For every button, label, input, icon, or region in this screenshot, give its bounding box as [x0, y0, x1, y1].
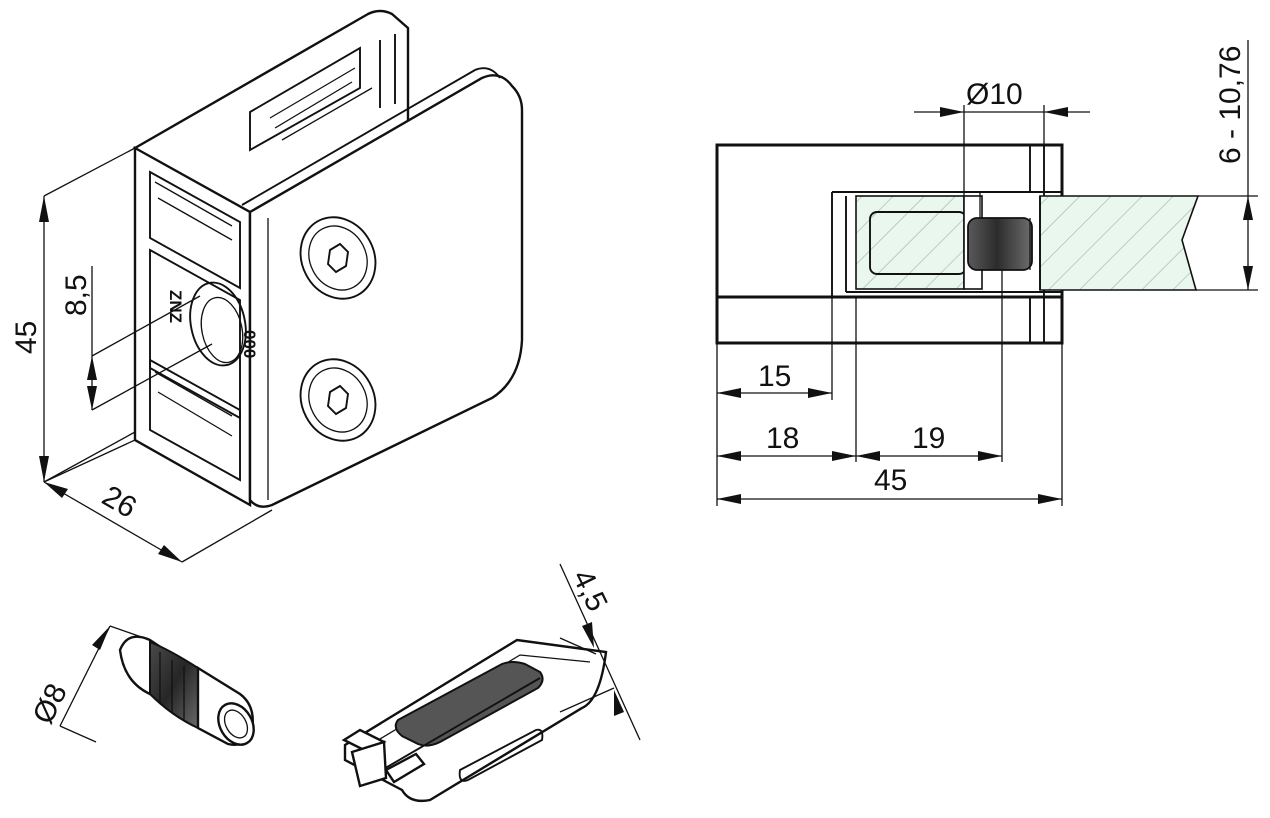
dim-bore-diameter: Ø10	[914, 78, 1090, 196]
clamp-isometric-view: ZNZ 000	[132, 9, 524, 508]
pin-part	[118, 635, 255, 746]
dim-hole-offset: 8,5	[60, 266, 213, 411]
dim-glass-range: 6 - 10,76	[1196, 40, 1258, 291]
dim-bottom-chain: 15 18 19 45	[716, 296, 1063, 506]
screw-top-icon	[299, 216, 377, 300]
wedge-part	[341, 638, 608, 803]
dim-label-glass-range: 6 - 10,76	[1214, 46, 1247, 164]
marking-000: 000	[240, 330, 259, 358]
dim-label-8-5: 8,5	[60, 274, 93, 316]
screw-bottom-icon	[299, 358, 377, 442]
dim-label-bore-10: Ø10	[966, 78, 1023, 111]
dim-label-pin-8: Ø8	[27, 679, 74, 729]
dim-label-19: 19	[912, 422, 945, 455]
dim-label-4-5: 4,5	[566, 565, 614, 617]
dim-label-overall-45: 45	[874, 464, 907, 497]
dim-label-15: 15	[758, 360, 791, 393]
section-view	[715, 143, 1200, 345]
dim-height-45: 45	[10, 147, 136, 483]
dim-label-18: 18	[766, 422, 799, 455]
marking-znz: ZNZ	[166, 290, 185, 323]
dim-label-26: 26	[97, 479, 142, 524]
dim-label-45: 45	[10, 321, 43, 354]
